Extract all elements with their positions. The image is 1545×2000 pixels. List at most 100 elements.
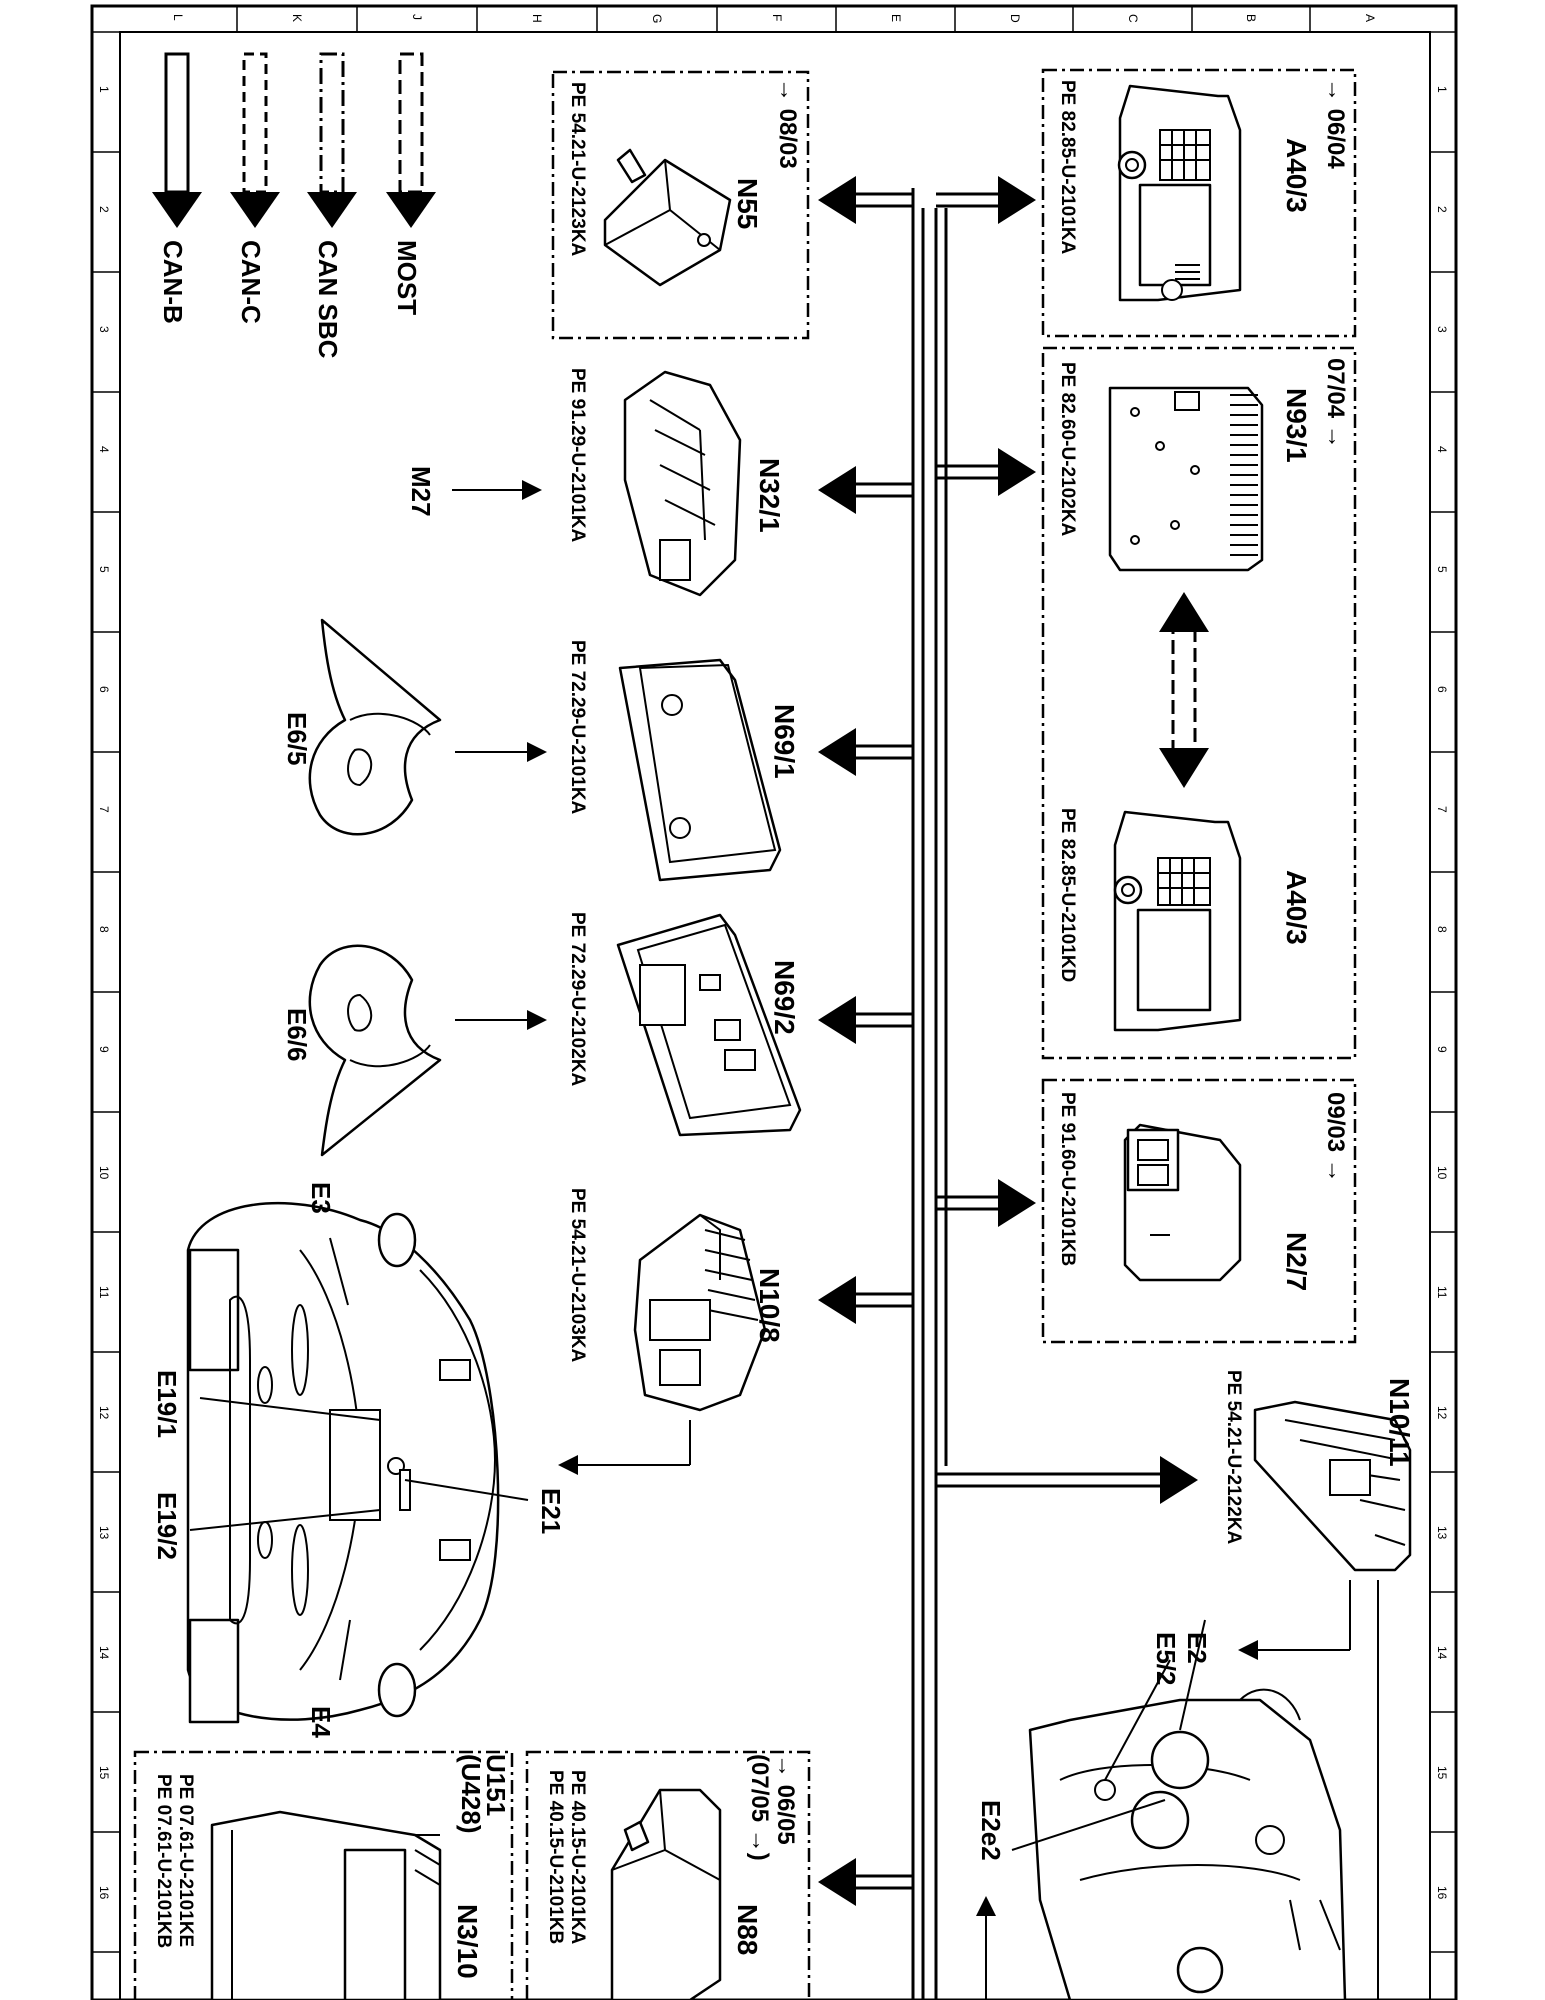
mirror-e6-6 bbox=[308, 944, 442, 1157]
m27-label: M27 bbox=[406, 466, 436, 517]
n10-11-module bbox=[1253, 1400, 1412, 1572]
grid-column-letter: C bbox=[1126, 14, 1140, 23]
branch-to-n69-1 bbox=[818, 728, 913, 776]
branch-to-a40-3 bbox=[936, 176, 1036, 224]
n2-7-group: N2/7 09/03 → PE 91.60-U-2101KB bbox=[1041, 1078, 1357, 1344]
grid-column-letter: G bbox=[650, 14, 664, 23]
a40-3-bottom-label: A40/3 bbox=[1281, 870, 1312, 945]
n69-1-module bbox=[618, 658, 782, 882]
a40-3-top-ref: PE 82.85-U-2101KA bbox=[1057, 80, 1078, 255]
e19-1-label: E19/1 bbox=[152, 1370, 182, 1438]
grid-row-number-right: 9 bbox=[1435, 1046, 1449, 1053]
grid-row-number-right: 16 bbox=[1435, 1886, 1449, 1900]
grid-column-letter: F bbox=[770, 14, 784, 21]
branch-to-n2-7 bbox=[936, 1179, 1036, 1227]
n88-label: N88 bbox=[732, 1904, 763, 1955]
n69-1-ref: PE 72.29-U-2101KA bbox=[567, 640, 588, 815]
grid-row-number-left: 11 bbox=[97, 1286, 111, 1299]
n93-1-date: 07/04 → bbox=[1322, 358, 1349, 449]
grid-row-number-left: 4 bbox=[97, 446, 111, 453]
grid-row-number-right: 7 bbox=[1435, 806, 1449, 813]
n10-8-label: N10/8 bbox=[754, 1268, 785, 1343]
grid-row-number-right: 13 bbox=[1435, 1526, 1449, 1540]
n10-8-module bbox=[633, 1213, 767, 1412]
branch-to-n32-1 bbox=[818, 466, 913, 514]
e3-label: E3 bbox=[306, 1182, 336, 1214]
n3-10-module bbox=[210, 1810, 442, 2000]
grid-row-number-right: 6 bbox=[1435, 686, 1449, 693]
n69-2-module bbox=[616, 913, 802, 1137]
vehicle-rear-view bbox=[186, 1201, 529, 1724]
e2-label: E2 bbox=[1182, 1632, 1212, 1664]
grid-row-number-right: 8 bbox=[1435, 926, 1449, 933]
n3-10-ref-b: PE 07.61-U-2101KB bbox=[153, 1774, 174, 1948]
grid-row-number-left: 2 bbox=[97, 206, 111, 213]
n93-1-ref: PE 82.60-U-2102KA bbox=[1057, 362, 1078, 537]
e6-6-label: E6/6 bbox=[282, 1008, 312, 1062]
grid-row-number-left: 5 bbox=[97, 566, 111, 573]
grid-column-letter: D bbox=[1008, 14, 1022, 23]
grid-row-number-left: 6 bbox=[97, 686, 111, 693]
n93-1-group: N93/1 07/04 → PE 82.60-U-2102KA bbox=[1041, 346, 1357, 1060]
n88-ref-b: PE 40.15-U-2101KB bbox=[545, 1770, 566, 1944]
n55-module bbox=[603, 148, 732, 287]
n69-2-group: N69/2 PE 72.29-U-2102KA bbox=[455, 912, 802, 1137]
grid-column-letter: K bbox=[290, 14, 304, 22]
grid-row-number-left: 3 bbox=[97, 326, 111, 333]
a40-3-top-date: → 06/04 bbox=[1322, 78, 1349, 169]
grid-row-number-right: 1 bbox=[1435, 86, 1449, 93]
n69-2-label: N69/2 bbox=[769, 960, 800, 1035]
grid-column-letter: J bbox=[410, 14, 424, 20]
n55-date: → 08/03 bbox=[774, 78, 801, 169]
a40-3-bottom-ref: PE 82.85-U-2101KD bbox=[1057, 808, 1078, 982]
branch-to-n93-1 bbox=[936, 448, 1036, 496]
grid-column-letter: H bbox=[530, 14, 544, 23]
n32-1-group: N32/1 PE 91.29-U-2101KA M27 bbox=[406, 368, 785, 597]
n32-1-ref: PE 91.29-U-2101KA bbox=[567, 368, 588, 543]
grid-row-number-left: 1 bbox=[97, 86, 111, 93]
vehicle-front-headlamp-view bbox=[976, 1619, 1347, 2000]
n3-10-group: N3/10 U151 (U428) PE 07.61-U-2101KE PE 0… bbox=[133, 1750, 514, 2000]
grid-row-number-right: 11 bbox=[1435, 1286, 1449, 1299]
n88-group: N88 → 06/05 (07/05 →) PE 40.15-U-2101KA … bbox=[525, 1750, 811, 2000]
e5-2-label: E5/2 bbox=[1151, 1632, 1181, 1686]
n69-2-ref: PE 72.29-U-2102KA bbox=[567, 912, 588, 1087]
grid-column-letter: B bbox=[1244, 14, 1258, 22]
grid-row-number-left: 14 bbox=[97, 1646, 111, 1660]
branch-to-n69-2 bbox=[818, 996, 913, 1044]
e6-5-label: E6/5 bbox=[282, 712, 312, 766]
n2-7-date: 09/03 → bbox=[1322, 1092, 1349, 1183]
n10-11-group: N10/11 PE 54.21-U-2122KA bbox=[1223, 1370, 1415, 2000]
n3-10-ref-a: PE 07.61-U-2101KE bbox=[175, 1774, 196, 1947]
grid-row-number-left: 9 bbox=[97, 1046, 111, 1053]
grid-row-number-right: 5 bbox=[1435, 566, 1449, 573]
grid-row-number-left: 16 bbox=[97, 1886, 111, 1900]
n2-7-label: N2/7 bbox=[1281, 1232, 1312, 1291]
n32-1-label: N32/1 bbox=[754, 458, 785, 533]
a40-3-head-unit-top bbox=[1117, 84, 1242, 302]
legend-can-b-arrow bbox=[152, 52, 202, 228]
n93-1-module bbox=[1108, 386, 1264, 572]
bus-legend: MOST CAN SBC CAN-C CAN-B bbox=[152, 52, 436, 359]
n88-ref-a: PE 40.15-U-2101KA bbox=[567, 1770, 588, 1945]
legend-most-arrow bbox=[386, 52, 436, 228]
grid-row-number-right: 12 bbox=[1435, 1406, 1449, 1420]
e4-label: E4 bbox=[306, 1706, 336, 1738]
most-link-arrow bbox=[1159, 592, 1209, 788]
n69-1-group: N69/1 PE 72.29-U-2101KA bbox=[455, 640, 800, 882]
branch-to-n55 bbox=[818, 176, 913, 224]
n10-8-group: N10/8 PE 54.21-U-2103KA bbox=[558, 1188, 785, 1475]
n3-10-label: N3/10 bbox=[452, 1904, 483, 1979]
grid-row-number-right: 3 bbox=[1435, 326, 1449, 333]
n2-7-module bbox=[1123, 1123, 1242, 1282]
n88-date-a: → 06/05 bbox=[772, 1754, 799, 1845]
n55-ref: PE 54.21-U-2123KA bbox=[567, 82, 588, 257]
legend-can-sbc-label: CAN SBC bbox=[313, 240, 343, 359]
grid-row-number-right: 10 bbox=[1435, 1166, 1449, 1180]
grid-row-number-left: 15 bbox=[97, 1766, 111, 1780]
a40-3-top-group: A40/3 → 06/04 PE 82.85-U-2101KA bbox=[1041, 68, 1357, 338]
mirror-e6-5 bbox=[308, 618, 442, 836]
a40-3-bottom-group: A40/3 PE 82.85-U-2101KD bbox=[1057, 808, 1312, 1032]
